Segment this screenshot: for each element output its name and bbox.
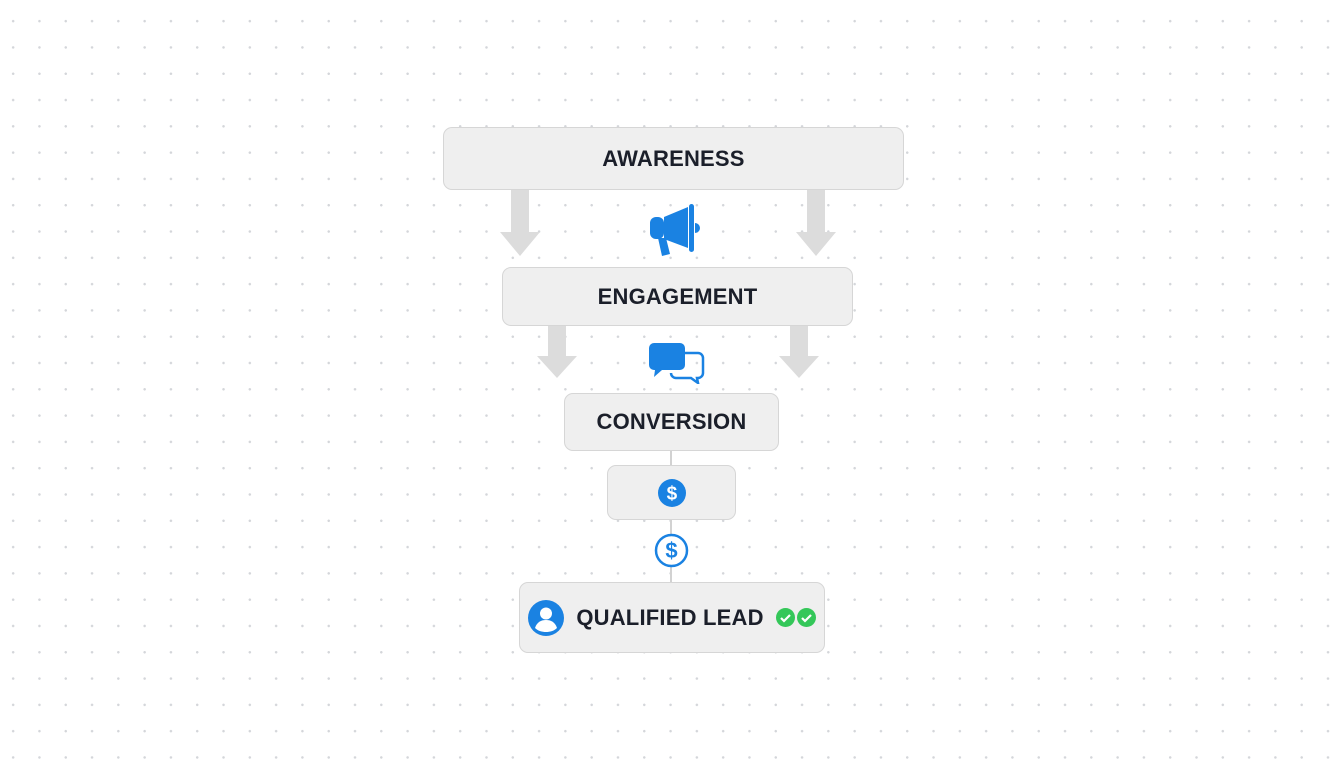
stage-awareness[interactable]: AWARENESS [443, 127, 904, 190]
stage-label: QUALIFIED LEAD [576, 604, 764, 630]
stage-label: ENGAGEMENT [597, 283, 758, 309]
stage-label: CONVERSION [596, 409, 747, 434]
user-icon [528, 599, 565, 636]
check-circle-icon [775, 608, 795, 627]
stage-qualified-lead[interactable]: QUALIFIED LEAD [519, 582, 825, 653]
down-arrow-icon [779, 326, 819, 378]
down-arrow-icon [500, 190, 540, 256]
stage-label: AWARENESS [602, 145, 745, 171]
stage-revenue[interactable]: $ [607, 465, 736, 520]
chat-bubbles-icon [649, 343, 705, 384]
dollar-circle-outline-icon: $ [654, 533, 689, 568]
check-circle-icon [796, 608, 816, 627]
stage-engagement[interactable]: ENGAGEMENT [502, 267, 853, 326]
stage-conversion[interactable]: CONVERSION [564, 393, 779, 451]
megaphone-icon [650, 204, 700, 256]
down-arrow-icon [537, 326, 577, 378]
down-arrow-icon [796, 190, 836, 256]
svg-text:$: $ [665, 538, 677, 563]
dollar-circle-icon: $ [657, 478, 686, 507]
svg-text:$: $ [666, 483, 677, 504]
